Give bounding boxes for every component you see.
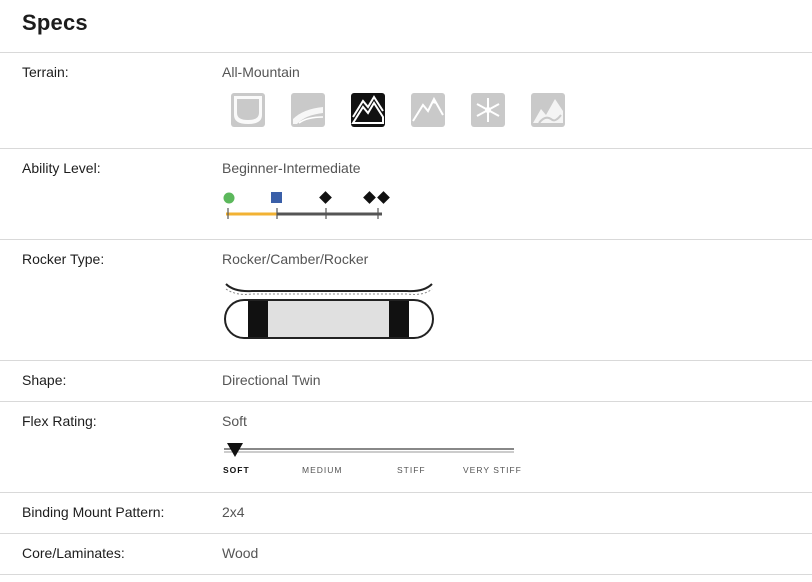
mount-value: 2x4 [222, 504, 245, 520]
shape-label: Shape: [22, 372, 67, 388]
divider [0, 148, 812, 149]
ability-label: Ability Level: [22, 160, 101, 176]
advanced-diamond-icon [319, 191, 332, 204]
flex-scale-medium: MEDIUM [302, 465, 343, 475]
flex-scale-very-stiff: VERY STIFF [463, 465, 522, 475]
ability-scale [222, 190, 392, 226]
flex-label: Flex Rating: [22, 413, 97, 429]
divider [0, 360, 812, 361]
beginner-circle-icon [223, 192, 235, 204]
divider [0, 533, 812, 534]
page-title: Specs [22, 10, 88, 35]
divider [0, 492, 812, 493]
terrain-icons [231, 93, 565, 127]
all-mountain-icon [351, 93, 385, 127]
mount-label: Binding Mount Pattern: [22, 504, 165, 520]
rocker-label: Rocker Type: [22, 251, 105, 267]
flex-scale: SOFT MEDIUM STIFF VERY STIFF [222, 440, 522, 480]
intermediate-square-icon [271, 192, 282, 203]
terrain-label: Terrain: [22, 64, 69, 80]
divider [0, 52, 812, 53]
freeride-icon [411, 93, 445, 127]
ability-value: Beginner-Intermediate [222, 160, 361, 176]
park-icon [291, 93, 325, 127]
divider [0, 401, 812, 402]
rocker-value: Rocker/Camber/Rocker [222, 251, 369, 267]
divider [0, 574, 812, 575]
core-label: Core/Laminates: [22, 545, 125, 561]
snow-icon [471, 93, 505, 127]
core-value: Wood [222, 545, 259, 561]
shape-value: Directional Twin [222, 372, 321, 388]
flex-value: Soft [222, 413, 247, 429]
rocker-profile-image [222, 280, 437, 347]
flex-marker-icon [227, 443, 243, 457]
terrain-value: All-Mountain [222, 64, 300, 80]
expert-diamond-icon [377, 191, 390, 204]
backcountry-icon [531, 93, 565, 127]
divider [0, 239, 812, 240]
flex-scale-stiff: STIFF [397, 465, 426, 475]
powder-icon [231, 93, 265, 127]
flex-scale-soft: SOFT [223, 465, 250, 475]
expert-diamond-icon [363, 191, 376, 204]
profile-line [225, 283, 433, 293]
